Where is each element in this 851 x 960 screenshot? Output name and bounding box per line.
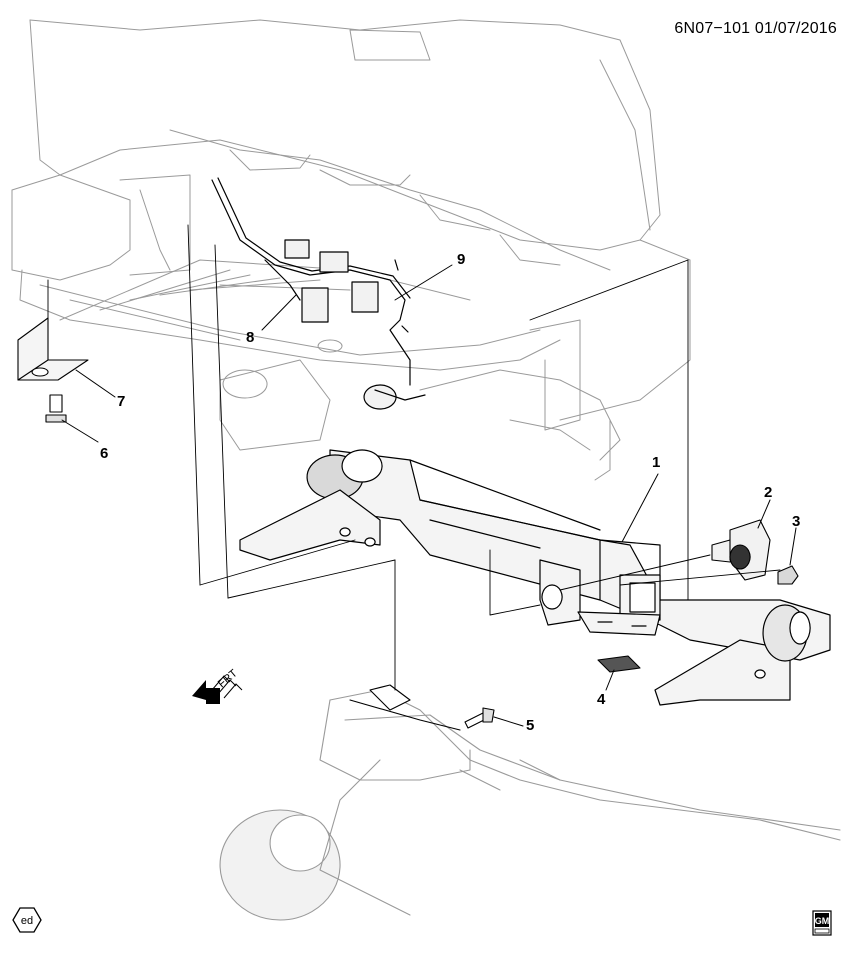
callout-4: 4: [597, 691, 606, 708]
callout-6: 6: [100, 445, 109, 462]
hitch-receiver: [239, 449, 831, 706]
callout-5: 5: [526, 717, 535, 734]
label-plate: [597, 655, 641, 673]
front-direction-marker: FRT: [190, 667, 260, 709]
callout-3: 3: [792, 513, 801, 530]
callout-leaders: [61, 264, 797, 727]
nut-part: [777, 565, 799, 585]
alignment-lines: [17, 224, 781, 691]
frt-text: FRT: [216, 668, 240, 690]
front-arrow-icon: FRT: [192, 667, 243, 704]
gm-logo: GM: [812, 910, 832, 936]
frame-lower: [219, 684, 841, 921]
connector-part: [711, 519, 771, 581]
callout-7: 7: [117, 393, 126, 410]
ed-hexagon-logo: ed: [12, 907, 42, 933]
callout-2: 2: [764, 484, 773, 501]
bolt-5: [464, 707, 495, 729]
vehicle-body: [11, 19, 691, 481]
callout-1: 1: [652, 454, 661, 471]
callout-9: 9: [457, 251, 466, 268]
ed-logo-text: ed: [21, 915, 33, 927]
bolt-6: [45, 394, 67, 423]
document-code: 6N07−101 01/07/2016: [674, 20, 837, 37]
wiring-harness: [211, 177, 426, 410]
gm-logo-text: GM: [815, 916, 830, 926]
callout-8: 8: [246, 329, 255, 346]
